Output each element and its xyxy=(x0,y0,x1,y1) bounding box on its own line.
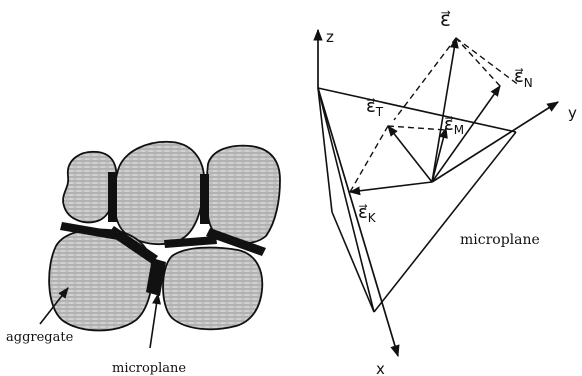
label-aggregate: aggregate xyxy=(6,330,74,345)
microplane-bar-5 xyxy=(164,236,217,248)
label-vector-normal: ε⃗N xyxy=(514,66,533,90)
axis-y-label: y xyxy=(568,104,577,122)
microplane-bar-2 xyxy=(200,174,209,224)
aggregate-top-middle xyxy=(113,140,206,246)
label-vector-m: ε⃗M xyxy=(444,114,464,137)
vector-m xyxy=(431,126,448,183)
aggregate-pointer xyxy=(39,287,69,325)
axis-x-label: x xyxy=(376,360,385,376)
label-microplane-right: microplane xyxy=(460,232,540,248)
aggregate-bottom-right xyxy=(162,246,264,331)
y-axis xyxy=(431,101,560,183)
vector-total xyxy=(431,36,459,183)
microplane-bar-1 xyxy=(108,172,117,222)
strain-vectors xyxy=(348,36,501,196)
label-vector-t: ε⃗T xyxy=(366,96,384,119)
microplane-pointer xyxy=(149,292,161,349)
vector-k xyxy=(348,181,433,196)
aggregate-group xyxy=(48,140,281,332)
vector-normal xyxy=(431,85,501,183)
axes xyxy=(313,28,560,358)
aggregate-top-right xyxy=(205,144,281,245)
construction-lines xyxy=(349,37,521,193)
microplane-bar-6 xyxy=(206,228,266,256)
axis-z-label: z xyxy=(326,28,334,46)
microplane-bars xyxy=(60,172,266,296)
label-microplane-left: microplane xyxy=(112,361,186,376)
microplane-bar-7 xyxy=(146,258,166,296)
x-axis xyxy=(317,87,400,358)
aggregate-bottom-left xyxy=(48,228,154,332)
label-vector-total: ε⃗ xyxy=(440,7,451,31)
label-vector-k: ε⃗K xyxy=(358,202,377,225)
microplane-triangle xyxy=(317,87,517,313)
microplane-bar-3 xyxy=(60,222,120,240)
microplane-bar-4 xyxy=(108,226,158,264)
vector-tangential xyxy=(387,125,433,183)
